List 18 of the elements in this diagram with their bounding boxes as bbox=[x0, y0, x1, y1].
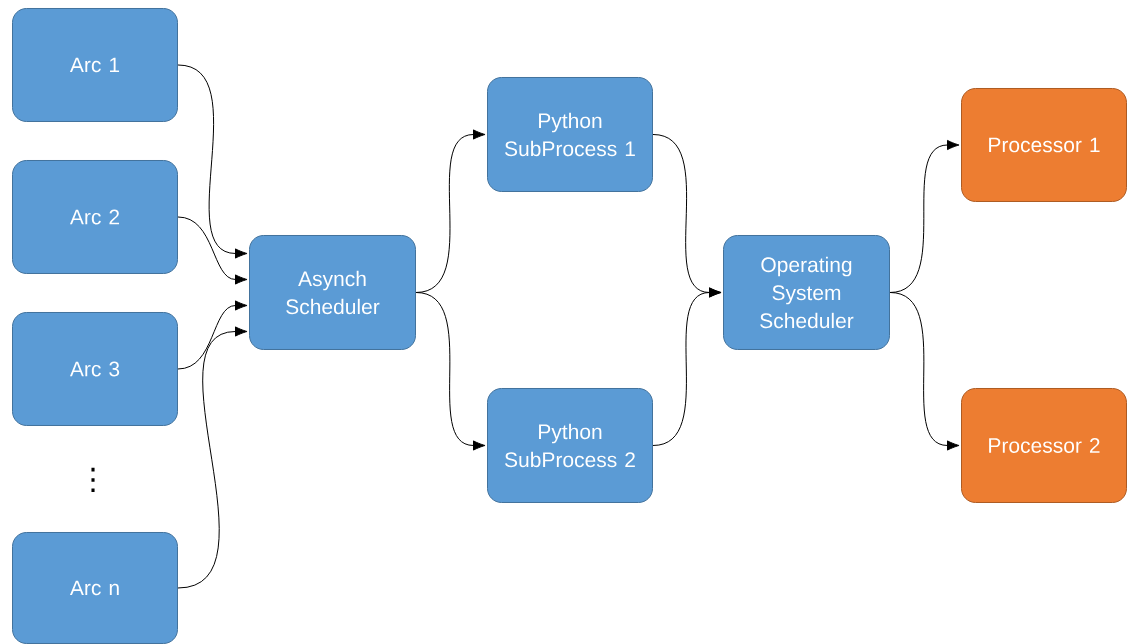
arrow bbox=[415, 292, 486, 451]
process-box: Processor 2 bbox=[961, 388, 1127, 503]
ellipsis: ⋮ bbox=[91, 467, 95, 493]
arrow bbox=[652, 287, 722, 446]
arrow bbox=[889, 292, 960, 451]
arrow bbox=[177, 300, 248, 370]
process-box: Arc 3 bbox=[12, 312, 178, 426]
process-box: Arc 1 bbox=[12, 8, 178, 122]
process-box: Arc n bbox=[12, 532, 178, 644]
arrow bbox=[177, 216, 248, 285]
process-box: Processor 1 bbox=[961, 88, 1127, 202]
arrow bbox=[177, 326, 248, 589]
process-box: Asynch Scheduler bbox=[249, 235, 416, 350]
process-box: Python SubProcess 2 bbox=[487, 388, 653, 503]
process-box: Arc 2 bbox=[12, 160, 178, 274]
arrow bbox=[177, 64, 248, 259]
process-box: Operating System Scheduler bbox=[723, 235, 890, 350]
process-box: Python SubProcess 1 bbox=[487, 77, 653, 192]
